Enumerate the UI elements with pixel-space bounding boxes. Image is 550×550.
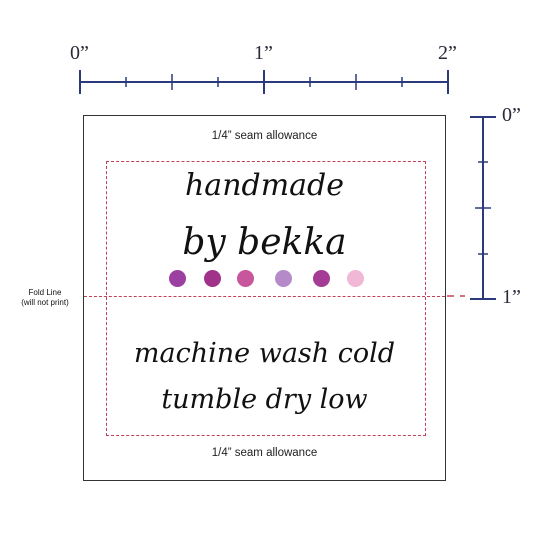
fold-line-label-title: Fold Line [28,288,62,297]
color-dot-3 [237,270,254,287]
color-dots [169,270,369,292]
top-ruler-label-2: 2” [438,42,457,64]
color-dot-6 [347,270,364,287]
label-card: 1/4” seam allowance handmade by bekka ma… [83,115,446,481]
color-dot-2 [204,270,221,287]
color-dot-1 [169,270,186,287]
color-dot-5 [313,270,330,287]
side-ruler-label-0: 0” [502,104,521,126]
care-line-dry: tumble dry low [161,384,368,415]
fold-line-label-note: (will not print) [21,298,69,307]
side-ruler-label-1: 1” [502,286,521,308]
seam-allowance-bottom: 1/4” seam allowance [211,447,318,459]
seam-dashed-border [106,161,426,436]
color-dot-4 [275,270,292,287]
label-line-maker: by bekka [182,222,347,263]
top-ruler-label-0: 0” [70,42,89,64]
seam-allowance-top: 1/4” seam allowance [211,130,318,142]
label-line-handmade: handmade [184,168,345,203]
fold-line [84,296,445,297]
fold-line-label: Fold Line (will not print) [6,288,84,308]
top-ruler-label-1: 1” [254,42,273,64]
care-line-wash: machine wash cold [133,338,396,369]
